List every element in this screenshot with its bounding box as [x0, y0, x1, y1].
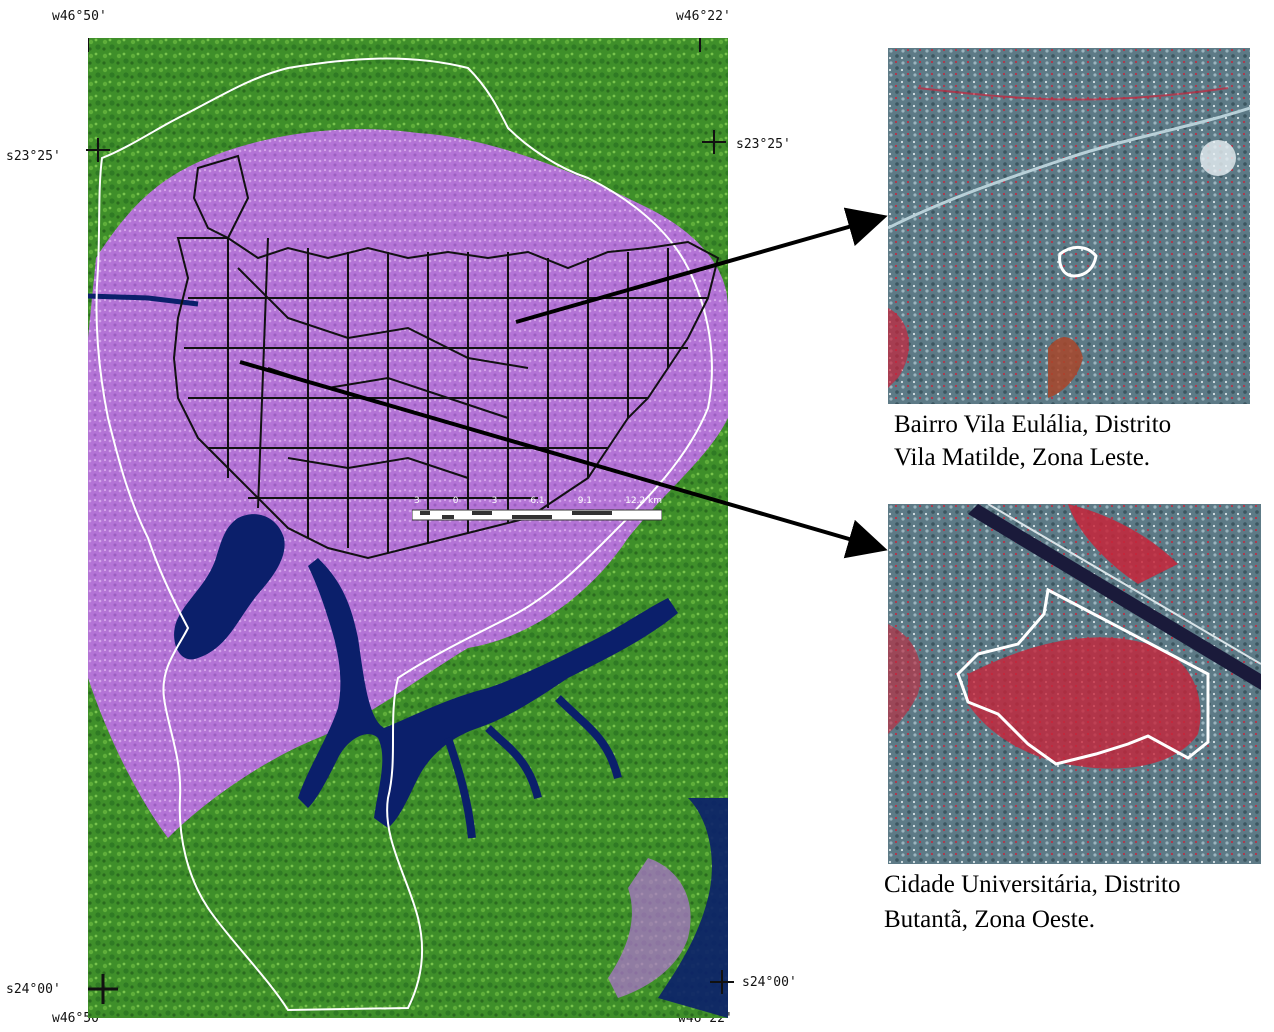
- municipal-boundary: [95, 57, 713, 1012]
- coastal-urban: [608, 858, 691, 998]
- scale-tick-label: 3: [414, 496, 420, 506]
- scale-tick-label: 0: [452, 496, 459, 506]
- scale-tick-label: 9.1: [577, 496, 593, 506]
- red-zone: [1048, 337, 1083, 398]
- reservoir-west: [174, 514, 285, 660]
- bright-patch: [1200, 140, 1236, 176]
- reservoir-branches: [444, 695, 622, 839]
- red-zone: [968, 637, 1201, 769]
- lat-label-lower-right: s24°00': [742, 975, 797, 990]
- lon-label-top-right: w46°22': [676, 9, 731, 24]
- crosshair-lower-right: [710, 970, 734, 994]
- crosshair-upper-left: [86, 138, 110, 162]
- inset-caption-1-line2: Vila Matilde, Zona Leste.: [894, 444, 1151, 471]
- road: [917, 87, 1229, 101]
- study-area-outline: [1058, 246, 1098, 278]
- crosshair-upper-right: [702, 130, 726, 154]
- scale-tick-label: 3: [491, 496, 498, 506]
- inset-image-vila-eulalia: [888, 48, 1250, 404]
- satellite-map: [88, 38, 728, 1018]
- lat-label-upper-left: s23°25': [6, 149, 61, 164]
- study-area-outline: [956, 587, 1210, 766]
- road: [888, 106, 1250, 230]
- lat-label-lower-left: s24°00': [6, 982, 61, 997]
- scale-tick-label: 6.1: [530, 496, 545, 506]
- inset-caption-2-line2: Butantã, Zona Oeste.: [884, 906, 1096, 933]
- lat-label-upper-right: s23°25': [736, 137, 791, 152]
- inset-caption-2-line1: Cidade Universitária, Distrito: [884, 871, 1181, 898]
- red-zone: [888, 308, 909, 388]
- lon-label-top-left: w46°50': [52, 9, 107, 24]
- scale-tick-label: 12.2 km: [625, 496, 662, 506]
- river: [968, 504, 1261, 690]
- road: [987, 504, 1261, 665]
- red-zone: [888, 624, 921, 734]
- red-zone: [1068, 504, 1178, 584]
- scale-bar-labels: 3 0 3 6.1 9.1 12.2 km: [414, 496, 662, 508]
- coastal-water: [658, 798, 728, 1018]
- inset-caption-1-line1: Bairro Vila Eulália, Distrito: [894, 411, 1172, 438]
- crosshair-lower-left: [88, 974, 118, 1004]
- inset-image-cidade-universitaria: [888, 504, 1261, 864]
